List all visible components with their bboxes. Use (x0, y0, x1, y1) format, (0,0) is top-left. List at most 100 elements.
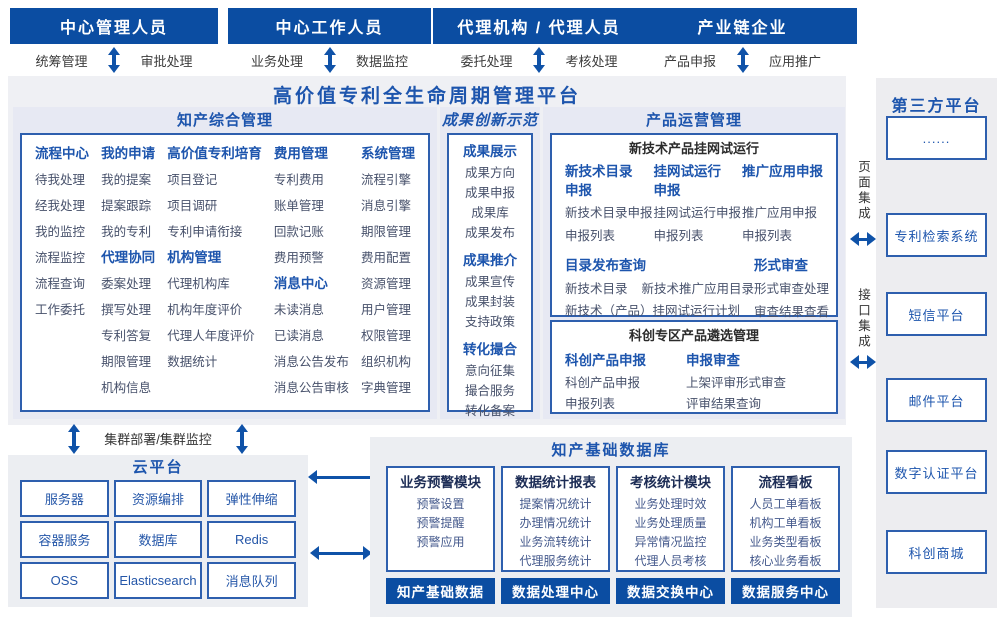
new-tech-trial-box: 新技术产品挂网试运行 新技术目录 申报新技术目录申报申报列表挂网试运行 申报挂网… (550, 133, 838, 319)
menu-item: 待我处理 (35, 173, 86, 187)
cloud-service: Redis (207, 521, 296, 558)
menu-group-header: 业务预警模块 (400, 475, 481, 490)
menu-group-header: 成果展示 (463, 144, 517, 159)
menu-group-header: 推广应用申报 (742, 164, 823, 179)
formal-review: 形式审查 形式审查处理审查结果查看 (754, 254, 829, 324)
menu-item: 支持政策 (464, 315, 515, 329)
left-right-arrow-icon (850, 232, 876, 246)
third-party-system: 短信平台 (886, 292, 987, 336)
menu-item: 流程监控 (35, 251, 86, 265)
menu-item: 挂网试运行申报 (653, 206, 742, 220)
cloud-service: 容器服务 (20, 521, 109, 558)
menu-column: 新技术目录 申报新技术目录申报申报列表 (565, 162, 653, 248)
menu-item: 我的监控 (35, 225, 86, 239)
menu-item: 撰写处理 (101, 303, 152, 317)
menu-item: 项目登记 (167, 173, 218, 187)
menu-item: 申报列表 (742, 229, 793, 243)
menu-group-header: 系统管理 (360, 146, 415, 161)
menu-item: 意向征集 (464, 364, 515, 378)
menu-group-header: 费用管理 (273, 146, 328, 161)
menu-item: 机构年度评价 (167, 303, 243, 317)
menu-column: 高价值专利培育项目登记项目调研专利申请衔接机构管理代理机构库机构年度评价代理人年… (167, 141, 262, 401)
section-product-operation: 产品运营管理 新技术产品挂网试运行 新技术目录 申报新技术目录申报申报列表挂网试… (543, 107, 845, 419)
actor-role: 考核处理 (565, 53, 618, 69)
platform-panel: 高价值专利全生命周期管理平台 知产综合管理 流程中心待我处理经我处理我的监控流程… (8, 76, 846, 425)
sci-innovation-selection-box: 科创专区产品遴选管理 科创产品申报科创产品申报申报列表申报审查上架评审形式审查评… (550, 320, 838, 414)
db-module: 流程看板人员工单看板机构工单看板业务类型看板核心业务看板 (731, 466, 840, 572)
menu-item: 撮合服务 (464, 384, 515, 398)
menu-item: 预警提醒 (416, 516, 465, 530)
menu-group-header: 申报审查 (686, 353, 740, 368)
actor-role: 统筹管理 (35, 53, 88, 69)
actor-roles: 产品申报应用推广 (628, 44, 857, 76)
menu-group-header: 目录发布查询 (565, 258, 646, 273)
menu-item: 机构工单看板 (749, 516, 822, 530)
menu-item: 专利申请衔接 (167, 225, 243, 239)
menu-item: 评审结果查询 (686, 397, 762, 411)
menu-item: 经我处理 (35, 199, 86, 213)
menu-item: 科创产品申报 (565, 376, 641, 390)
db-module: 考核统计模块业务处理时效业务处理质量异常情况监控代理人员考核 (616, 466, 725, 572)
menu-item: 新技术目录 (565, 282, 628, 296)
menu-item: 未读消息 (273, 303, 324, 317)
updown-arrow-icon (736, 47, 749, 73)
updown-arrow-icon (323, 47, 336, 73)
arrow-shaft (537, 54, 541, 66)
arrow-shaft (327, 54, 332, 66)
menu-item: 推广应用申报 (742, 206, 818, 220)
menu-item: 期限管理 (101, 355, 152, 369)
actor-role: 应用推广 (769, 53, 822, 69)
menu-group-header: 挂网试运行 申报 (653, 164, 722, 198)
menu-item: 机构信息 (101, 381, 152, 395)
menu-column: 我的申请我的提案提案跟踪我的专利代理协同委案处理撰写处理专利答复期限管理机构信息 (101, 141, 155, 401)
menu-item: 代理机构库 (167, 277, 230, 291)
third-party-panel: 第三方平台 专利检索系统短信平台邮件平台数字认证平台科创商城...... (876, 78, 997, 608)
cloud-service: 弹性伸缩 (207, 480, 296, 517)
menu-item: 成果封装 (464, 295, 515, 309)
db-bars: 知产基础数据数据处理中心数据交换中心数据服务中心 (386, 578, 840, 604)
menu-item: 权限管理 (360, 329, 411, 343)
menu-item: 消息公告发布 (273, 355, 349, 369)
box-title: 新技术产品挂网试运行 (628, 141, 759, 156)
db-center-bar: 数据服务中心 (731, 578, 840, 604)
menu-item: 资源管理 (360, 277, 411, 291)
arrow-shaft (740, 54, 745, 66)
actor-roles: 委托处理考核处理 (433, 44, 645, 76)
menu-item: 账单管理 (273, 199, 324, 213)
menu-group-header: 代理协同 (101, 250, 156, 265)
menu-group-header: 转化撮合 (463, 342, 517, 357)
actor-title: 中心管理人员 (10, 8, 218, 44)
third-party-title: 第三方平台 (891, 98, 982, 115)
menu-item: 办理情况统计 (519, 516, 592, 530)
menu-item: 预警应用 (416, 535, 465, 549)
menu-item: 申报列表 (653, 229, 704, 243)
db-module: 数据统计报表提案情况统计办理情况统计业务流转统计代理服务统计 (501, 466, 610, 572)
menu-group: 成果展示成果方向成果申报成果库成果发布 (449, 140, 531, 243)
menu-item: 费用配置 (360, 251, 411, 265)
section-title: 知产综合管理 (176, 112, 273, 129)
updown-arrow-icon (108, 47, 121, 73)
menu-item: 业务类型看板 (749, 535, 822, 549)
menu-item: 代理服务统计 (519, 554, 592, 568)
menu-item: 用户管理 (360, 303, 411, 317)
menu-group: 成果推介成果宣传成果封装支持政策 (449, 249, 531, 332)
menu-item: 回款记账 (273, 225, 324, 239)
menu-item: 新技术目录申报 (565, 206, 653, 220)
menu-row: 新技术（产品）挂网试运行计划 (565, 300, 754, 322)
db-center-bar: 数据处理中心 (501, 578, 610, 604)
menu-item: 异常情况监控 (634, 535, 707, 549)
menu-item: 预警设置 (416, 497, 465, 511)
cluster-deploy-row: 集群部署/集群监控 (8, 423, 308, 454)
db-module: 业务预警模块预警设置预警提醒预警应用 (386, 466, 495, 572)
actor-group: 代理机构 / 代理人员委托处理考核处理 (433, 8, 645, 76)
menu-item: 申报列表 (565, 229, 616, 243)
menu-column: 科创产品申报科创产品申报申报列表 (565, 349, 646, 415)
menu-column: 费用管理专利费用账单管理回款记账费用预警消息中心未读消息已读消息消息公告发布消息… (274, 141, 349, 401)
menu-item: 成果库 (471, 206, 509, 220)
cloud-service: Elasticsearch (113, 562, 203, 599)
menu-group-header: 机构管理 (167, 250, 222, 265)
box-title: 科创专区产品遴选管理 (628, 328, 759, 343)
menu-item: 流程查询 (35, 277, 86, 291)
updown-arrow-icon (236, 424, 249, 454)
